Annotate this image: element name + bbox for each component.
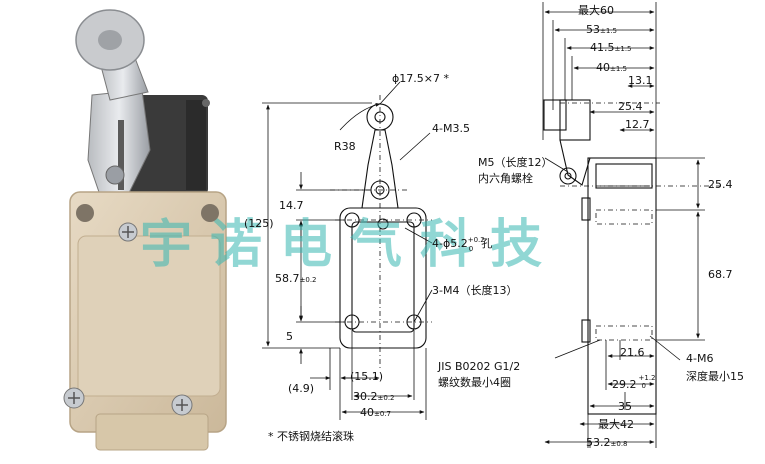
dim-53-2-label: 53.2±0.8: [586, 436, 628, 449]
dim-53-label: 53±1.5: [586, 23, 617, 36]
dim-14-7-label: 14.7: [279, 199, 304, 212]
lever-screws-label: 4-M3.5: [432, 122, 470, 135]
max-42-label: 最大42: [598, 417, 634, 431]
dim-25-4-top-label: 25.4: [618, 100, 643, 113]
dim-12-7-label: 12.7: [625, 118, 650, 131]
dim-13-1-label: 13.1: [628, 74, 653, 87]
dim-30-2-label: 30.2±0.2: [353, 390, 395, 403]
max-60-label: 最大60: [578, 3, 614, 17]
m6-line2: 深度最小15: [686, 369, 744, 383]
cover-screws-label: 3-M4（长度13）: [432, 283, 517, 297]
footnote-label: * 不锈钢烧结滚珠: [268, 429, 354, 443]
roller-spec-label: ϕ17.5×7 *: [392, 72, 449, 85]
conduit-line1: JIS B0202 G1/2: [437, 360, 520, 373]
side-view-drawing: [542, 2, 720, 448]
dim-40-side-label: 40±1.5: [596, 61, 627, 74]
dim-68-7-label: 68.7: [708, 268, 733, 281]
dim-21-6-label: 21.6: [620, 346, 645, 359]
dim-15-1-label: (15.1): [350, 370, 383, 383]
dim-58-7-label: 58.7±0.2: [275, 272, 317, 285]
dim-5-label: 5: [286, 330, 293, 343]
conduit-line2: 螺纹数最小4圈: [438, 375, 511, 389]
overall-height-label: (125): [244, 217, 274, 230]
product-illustration: [63, 9, 227, 451]
front-view-drawing: [262, 81, 433, 420]
dim-35-label: 35: [618, 400, 632, 413]
m6-line1: 4-M6: [686, 352, 713, 365]
dim-4-9-label: (4.9): [288, 382, 314, 395]
dim-25-4-right-label: 25.4: [708, 178, 733, 191]
dim-41-5-label: 41.5±1.5: [590, 41, 632, 54]
watermark-text: 宇诺电气科技: [140, 215, 560, 275]
m5-note-line1: M5（长度12）: [478, 155, 553, 169]
m5-note-line2: 内六角螺栓: [478, 171, 533, 185]
dim-40-label: 40±0.7: [360, 406, 391, 419]
arm-radius-label: R38: [334, 140, 356, 153]
